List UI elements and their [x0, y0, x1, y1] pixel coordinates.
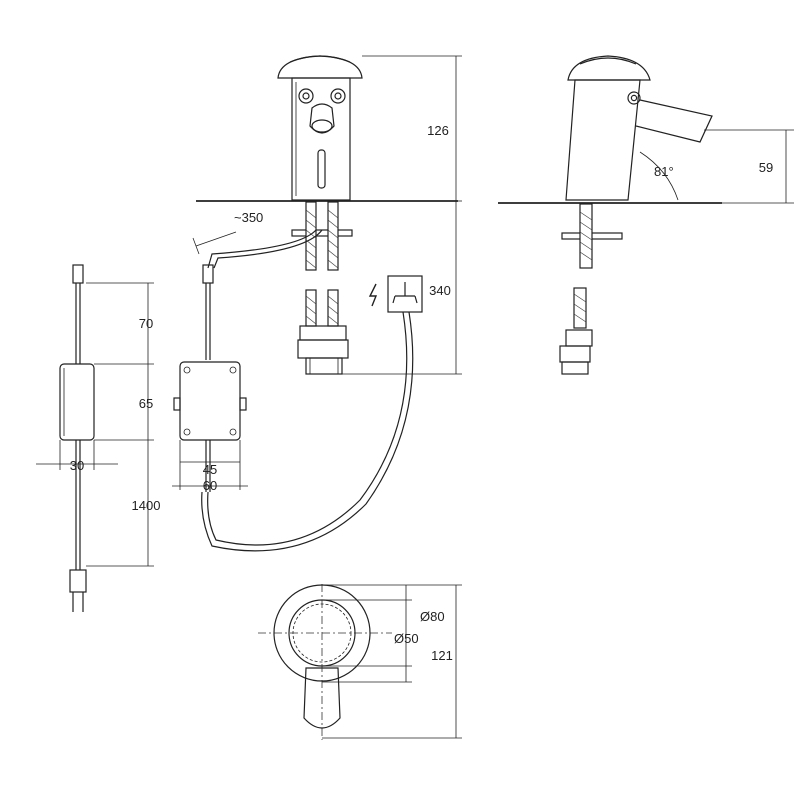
power-adapter: 70 65 1400 30 — [36, 264, 161, 612]
front-hoses — [305, 201, 339, 327]
control-box: 45 60 — [172, 264, 248, 493]
dim-adapter-top: 70 — [139, 316, 153, 331]
side-view-faucet — [498, 55, 722, 375]
dim-base-length: 121 — [431, 648, 453, 663]
dim-base-outer: Ø80 — [420, 609, 445, 624]
dim-box-outer: 60 — [203, 478, 217, 493]
electric-bolt-icon — [368, 283, 378, 307]
plan-view: Ø80 Ø50 121 — [258, 584, 462, 740]
dim-base-inner: Ø50 — [394, 631, 419, 646]
dim-spout-angle: 81° — [654, 164, 674, 179]
dim-side-height: 59 — [759, 160, 773, 175]
dim-adapter-height: 65 — [139, 396, 153, 411]
sensor-symbol-icon — [392, 282, 418, 304]
dim-hose-length: 340 — [429, 283, 451, 298]
dim-adapter-width: 30 — [70, 458, 84, 473]
power-supply-symbol — [201, 275, 423, 552]
front-view-faucet — [192, 55, 458, 375]
dim-spout-height: 126 — [427, 123, 449, 138]
dim-cable-length: ~350 — [234, 210, 263, 225]
dim-cord-length: 1400 — [132, 498, 161, 513]
dim-box-inner: 45 — [203, 462, 217, 477]
side-dimensions: 59 81° — [639, 129, 794, 204]
height-dimensions: 126 340 — [340, 55, 462, 375]
